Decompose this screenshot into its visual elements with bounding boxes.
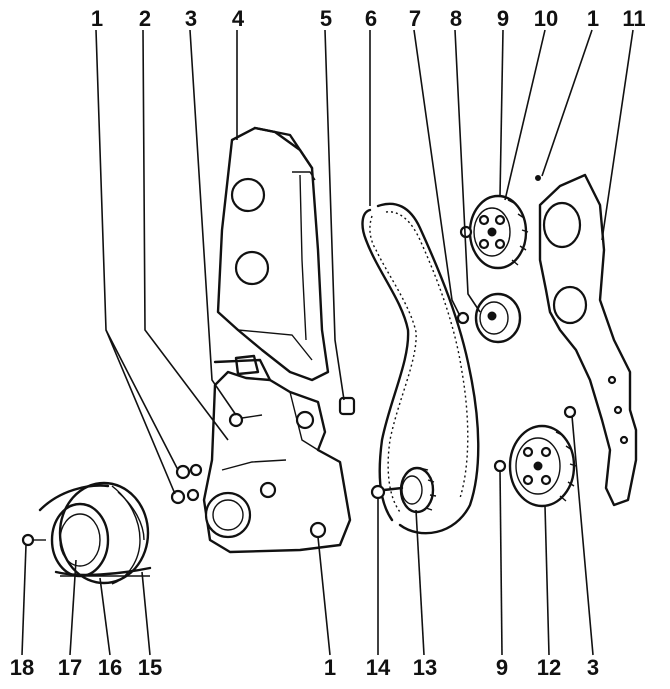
intermediate-shaft-sprocket xyxy=(493,405,577,508)
callout-1-top: 1 xyxy=(91,6,103,31)
callout-2: 2 xyxy=(139,6,151,31)
callout-17: 17 xyxy=(58,655,82,680)
callout-18: 18 xyxy=(10,655,34,680)
callouts-bottom: 18 17 16 15 1 14 13 9 12 3 xyxy=(10,655,599,680)
crankshaft-pulley xyxy=(21,481,152,585)
callout-9-top: 9 xyxy=(497,6,509,31)
callout-3-top: 3 xyxy=(185,6,197,31)
timing-belt xyxy=(361,202,480,535)
callout-1-top-right: 1 xyxy=(587,6,599,31)
callout-6: 6 xyxy=(365,6,377,31)
callout-13: 13 xyxy=(413,655,437,680)
callout-5: 5 xyxy=(320,6,332,31)
callouts-top: 1 2 3 4 5 6 7 8 9 10 1 11 xyxy=(91,6,646,31)
callout-14: 14 xyxy=(366,655,391,680)
callout-8: 8 xyxy=(450,6,462,31)
callout-15: 15 xyxy=(138,655,162,680)
callout-3-bottom: 3 xyxy=(587,655,599,680)
callout-1-bottom: 1 xyxy=(324,655,336,680)
callout-4: 4 xyxy=(232,6,245,31)
leader-lines xyxy=(21,29,634,656)
callout-11: 11 xyxy=(622,6,645,31)
crankshaft-sprocket xyxy=(370,466,437,514)
callout-16: 16 xyxy=(98,655,122,680)
belt-tensioner xyxy=(456,292,522,344)
cover-bolts xyxy=(170,396,356,539)
lower-belt-cover xyxy=(202,354,352,554)
rear-cover-plate xyxy=(535,173,638,507)
callout-9-bottom: 9 xyxy=(496,655,508,680)
callout-12: 12 xyxy=(537,655,561,680)
camshaft-sprocket xyxy=(459,194,529,270)
callout-10: 10 xyxy=(534,6,558,31)
callout-7: 7 xyxy=(409,6,421,31)
upper-belt-cover xyxy=(216,126,330,382)
